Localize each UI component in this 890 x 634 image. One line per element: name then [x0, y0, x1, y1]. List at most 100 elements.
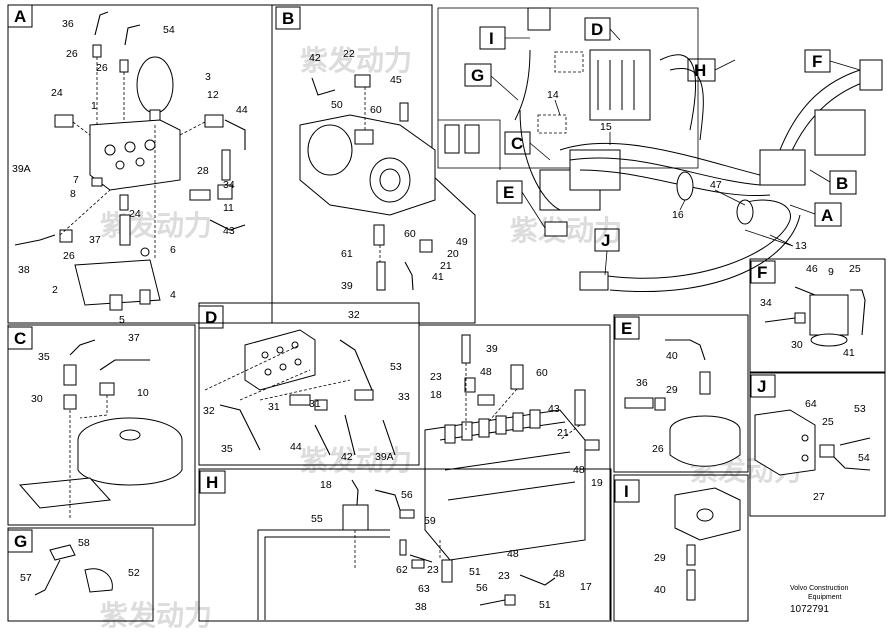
- callout-21: 21: [440, 260, 452, 272]
- panel-I: I 29 40: [613, 474, 749, 622]
- callout-20: 20: [447, 248, 459, 260]
- svg-text:J: J: [757, 377, 766, 396]
- overview-tag-C[interactable]: C: [504, 131, 531, 155]
- callout-4: 4: [170, 289, 176, 301]
- watermark-text: 紫发动力: [100, 209, 212, 241]
- panel-J-tag[interactable]: J: [750, 374, 776, 398]
- callout-54: 54: [163, 24, 175, 36]
- callout-50: 50: [331, 99, 343, 111]
- overview-tag-F[interactable]: F: [804, 49, 831, 73]
- panel-C-tag[interactable]: C: [7, 326, 33, 350]
- panel-E-tag[interactable]: E: [614, 316, 640, 340]
- callout-57: 57: [20, 572, 32, 584]
- callout-27: 27: [813, 491, 825, 503]
- panel-H-frame: [198, 468, 612, 622]
- panel-G-tag[interactable]: G: [7, 529, 33, 553]
- callout-48: 48: [480, 366, 492, 378]
- callout-32: 32: [348, 309, 360, 321]
- callout-64: 64: [805, 398, 817, 410]
- callout-63: 63: [418, 583, 430, 595]
- overview-tag-G[interactable]: G: [464, 63, 492, 87]
- svg-text:D: D: [205, 308, 217, 327]
- watermark-text: 紫发动力: [300, 44, 412, 76]
- overview-tag-I[interactable]: I: [479, 26, 506, 50]
- panel-F-tag[interactable]: F: [750, 260, 776, 284]
- callout-26: 26: [66, 48, 78, 60]
- callout-37: 37: [128, 332, 140, 344]
- panel-I-tag[interactable]: I: [614, 479, 640, 503]
- svg-text:B: B: [836, 174, 848, 193]
- panel-B-tag[interactable]: B: [275, 6, 301, 30]
- callout-32: 32: [203, 405, 215, 417]
- svg-text:D: D: [591, 20, 603, 39]
- svg-text:E: E: [503, 183, 514, 202]
- callout-39: 39: [341, 280, 353, 292]
- callout-38: 38: [18, 264, 30, 276]
- callout-23: 23: [427, 564, 439, 576]
- panel-B: B 42 22 45 50 60 60 49 20 61 21 41 39: [272, 4, 476, 324]
- callout-40: 40: [666, 350, 678, 362]
- panel-B-frame: [272, 4, 476, 324]
- callout-48: 48: [573, 464, 585, 476]
- callout-39A: 39A: [12, 163, 31, 175]
- callout-34: 34: [760, 297, 772, 309]
- callout-45: 45: [390, 74, 402, 86]
- callout-53: 53: [390, 361, 402, 373]
- callout-41: 41: [432, 271, 444, 283]
- callout-30: 30: [31, 393, 43, 405]
- callout-24: 24: [51, 87, 63, 99]
- callout-43: 43: [548, 403, 560, 415]
- panel-A-frame: [7, 4, 273, 324]
- callout-8: 8: [70, 188, 76, 200]
- svg-text:E: E: [621, 319, 632, 338]
- overview-tag-D[interactable]: D: [584, 17, 611, 41]
- svg-text:I: I: [489, 29, 494, 48]
- svg-text:I: I: [624, 482, 629, 501]
- panel-H-tag[interactable]: H: [199, 470, 226, 494]
- callout-59: 59: [424, 515, 436, 527]
- callout-29: 29: [666, 384, 678, 396]
- callout-31: 31: [268, 401, 280, 413]
- footer-company-sub: Equipment: [808, 594, 842, 601]
- panel-F: F 46 9 25 34 30 41: [749, 258, 886, 373]
- callout-43: 43: [223, 225, 235, 237]
- callout-52: 52: [128, 567, 140, 579]
- overview-tag-A[interactable]: A: [814, 202, 842, 227]
- callout-39A: 39A: [375, 451, 394, 463]
- panel-A: A 36 54 26 26 3 24 1 12 44 39A: [7, 4, 273, 326]
- panel-H: H 18 56 55 59 62 23 63 38 48 51 56 23 48…: [198, 468, 612, 622]
- callout-54: 54: [858, 452, 870, 464]
- callout-17: 17: [580, 581, 592, 593]
- overview-tag-E[interactable]: E: [496, 180, 523, 204]
- callout-7: 7: [73, 174, 79, 186]
- panel-A-tag[interactable]: A: [7, 4, 33, 28]
- callout-34: 34: [223, 179, 235, 191]
- center-valve: 39 23 48 60 18 43 21 48 19: [419, 324, 611, 620]
- svg-text:F: F: [812, 52, 822, 71]
- watermark-text: 紫发动力: [300, 444, 412, 476]
- callout-25: 25: [822, 416, 834, 428]
- overview-tag-H[interactable]: H: [687, 58, 716, 82]
- overview-tag-B[interactable]: B: [829, 170, 857, 195]
- callout-36: 36: [62, 18, 74, 30]
- callout-60: 60: [370, 104, 382, 116]
- callout-25: 25: [849, 263, 861, 275]
- footer-company: Volvo Construction: [790, 585, 848, 592]
- panel-I-frame: [613, 474, 749, 622]
- panel-G: G 58 57 52: [7, 527, 154, 622]
- callout-62: 62: [396, 564, 408, 576]
- callout-23: 23: [430, 371, 442, 383]
- callout-56: 56: [401, 489, 413, 501]
- footer: Volvo Construction Equipment 1072791: [790, 585, 848, 615]
- callout-2: 2: [52, 284, 58, 296]
- svg-text:J: J: [601, 231, 610, 250]
- callout-23: 23: [498, 570, 510, 582]
- callout-26: 26: [63, 250, 75, 262]
- callout-33: 33: [398, 391, 410, 403]
- callout-42: 42: [341, 451, 353, 463]
- panel-G-frame: [7, 527, 154, 622]
- callout-35: 35: [221, 443, 233, 455]
- callout-35: 35: [38, 351, 50, 363]
- panel-D-tag[interactable]: D: [198, 305, 224, 329]
